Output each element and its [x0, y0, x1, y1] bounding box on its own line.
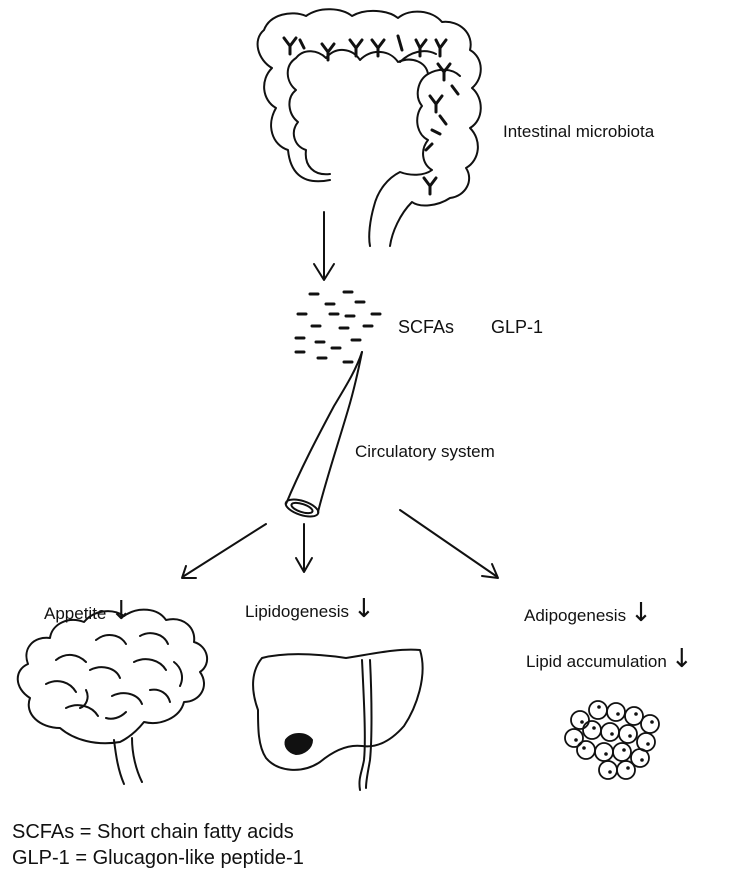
brain-icon [18, 610, 207, 784]
label-lipid-accumulation-row: Lipid accumulation↓ [526, 646, 693, 672]
brain-folds [46, 633, 182, 719]
arrow-to-liver [296, 524, 312, 572]
label-adipogenesis-row: Adipogenesis↓ [524, 600, 652, 626]
brain-stem [114, 738, 142, 784]
lipid-accumulation-decrease-arrow: ↓ [671, 644, 693, 674]
gallbladder [285, 734, 312, 754]
label-appetite-row: Appetite↓ [44, 598, 132, 624]
label-adipogenesis: Adipogenesis [524, 606, 626, 625]
label-appetite: Appetite [44, 604, 106, 623]
liver-icon [253, 650, 423, 790]
blood-vessel-icon [284, 352, 362, 520]
label-lipidogenesis-row: Lipidogenesis↓ [245, 596, 375, 622]
label-lipid-accumulation: Lipid accumulation [526, 652, 667, 671]
liver-outline [253, 650, 423, 770]
appetite-decrease-arrow: ↓ [110, 596, 132, 626]
label-intestinal-microbiota: Intestinal microbiota [503, 123, 654, 140]
lipidogenesis-decrease-arrow: ↓ [353, 594, 375, 624]
label-scfas: SCFAs [398, 318, 454, 336]
legend-glp1: GLP-1 = Glucagon-like peptide-1 [12, 848, 304, 868]
arrow-to-brain [182, 524, 266, 578]
legend-scfas: SCFAs = Short chain fatty acids [12, 822, 294, 842]
brain-outline [18, 610, 207, 744]
molecule-dots-icon [296, 292, 380, 362]
arrow-to-fat [400, 510, 498, 578]
large-intestine-icon [258, 9, 481, 246]
liver-ligament [359, 660, 371, 790]
intestine-inner-wall [288, 50, 432, 246]
arrow-intestine-to-molecules [314, 212, 334, 280]
adipogenesis-decrease-arrow: ↓ [630, 598, 652, 628]
label-circulatory-system: Circulatory system [355, 443, 495, 460]
label-lipidogenesis: Lipidogenesis [245, 602, 349, 621]
adipocyte-cluster-icon [565, 701, 659, 779]
label-glp1: GLP-1 [491, 318, 543, 336]
